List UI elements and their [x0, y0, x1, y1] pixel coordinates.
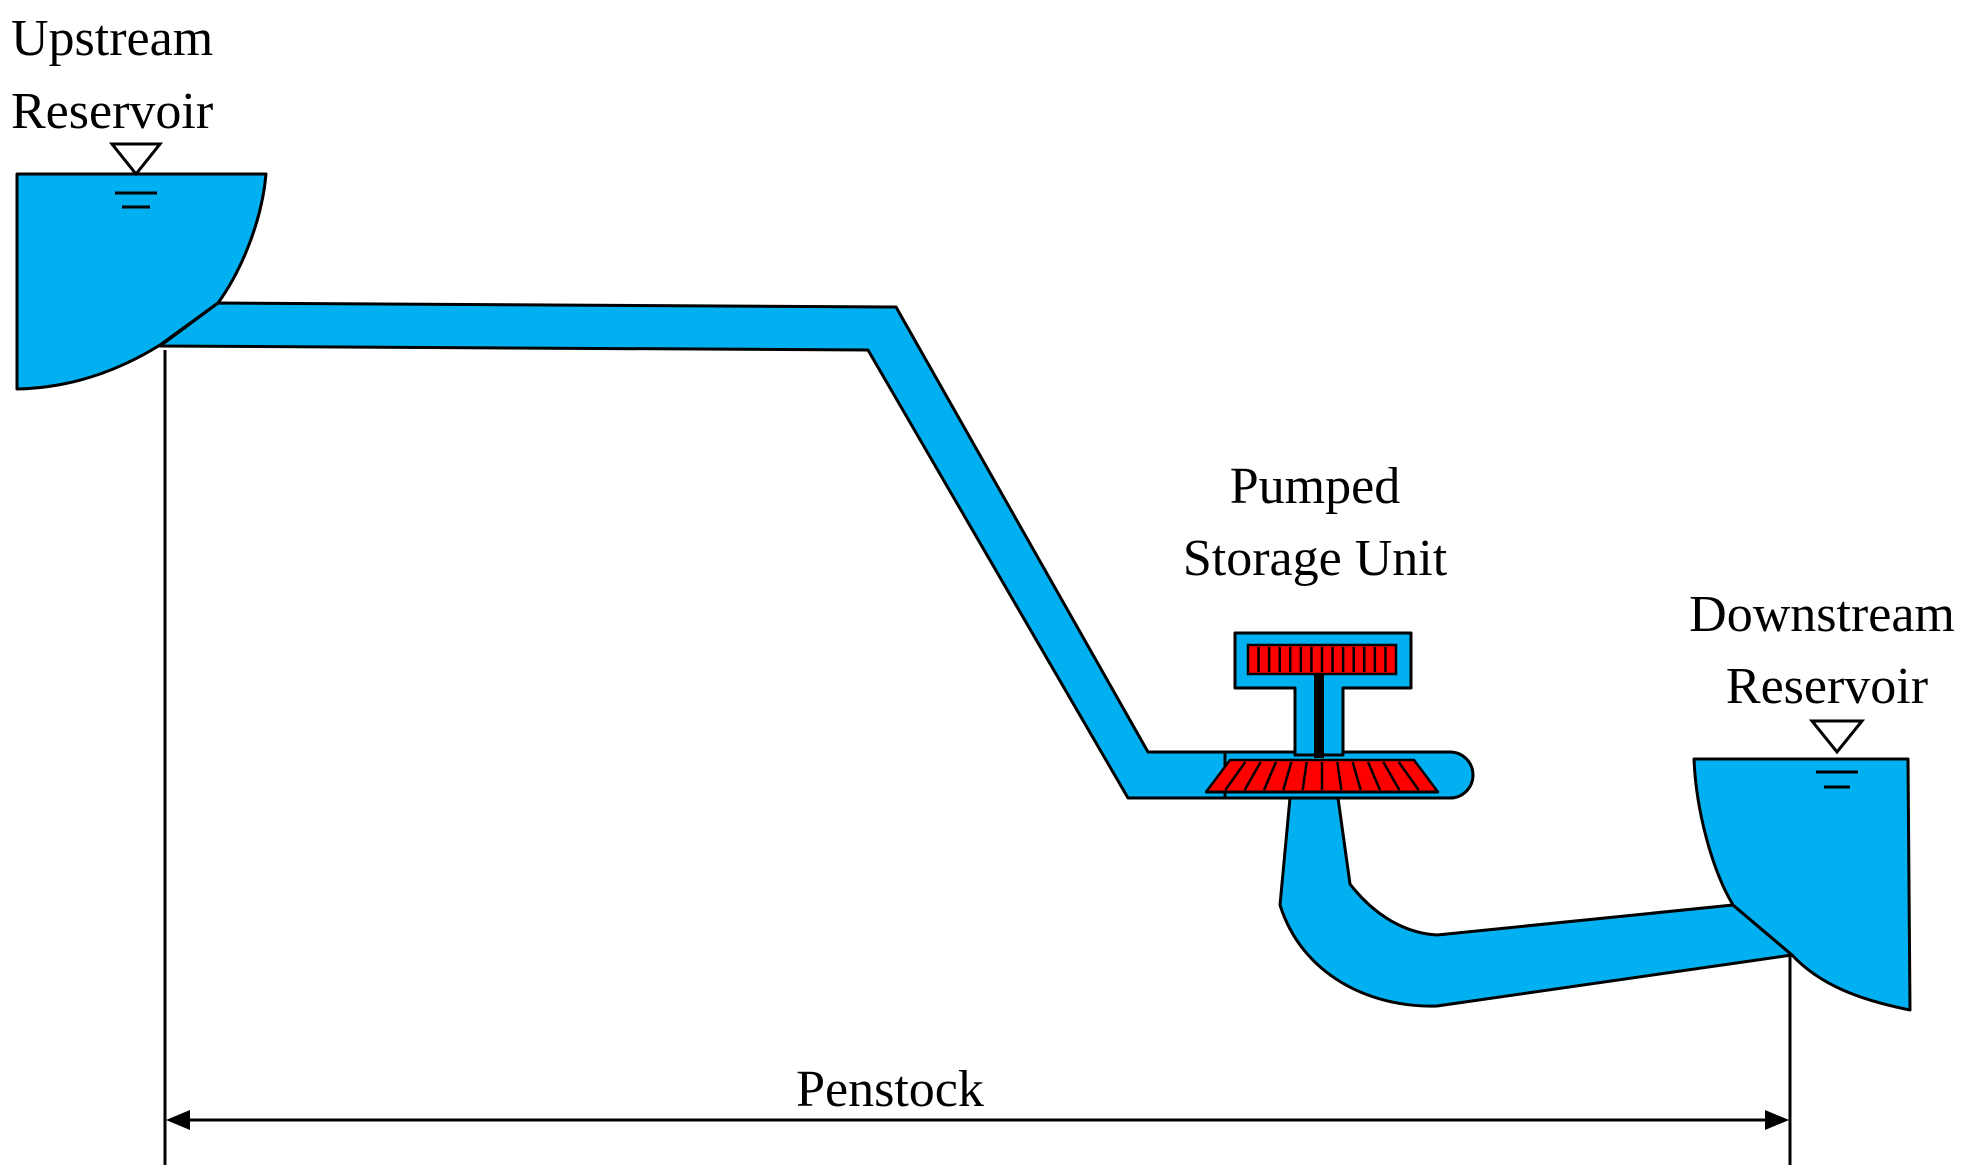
unit-shaft [1314, 674, 1324, 758]
runner-blade [1301, 761, 1308, 791]
runner-blade [1397, 761, 1420, 791]
runner-blades [1224, 761, 1420, 791]
runner-blade [1262, 761, 1278, 791]
penstock-arrow-right-head [1765, 1110, 1789, 1130]
draft-tube-pipe [1278, 796, 1794, 1008]
runner-blade [1351, 761, 1362, 791]
upstream-label-line1: Upstream [11, 10, 213, 67]
penstock-label: Penstock [796, 1061, 984, 1118]
runner-blade [1336, 761, 1343, 791]
runner-blade [1243, 761, 1262, 791]
upstream-label-line2: Reservoir [11, 83, 213, 140]
unit-label-line1: Pumped [1230, 458, 1400, 515]
downstream-reservoir [1692, 757, 1912, 1012]
penstock-arrow-left-head [166, 1110, 190, 1130]
upper-penstock-pipe [158, 301, 1232, 800]
upstream-water-level-icon [108, 142, 164, 209]
runner-blade [1366, 761, 1382, 791]
downstream-water-level-icon [1808, 719, 1866, 789]
downstream-label-line1: Downstream [1689, 586, 1955, 643]
runner-blade [1382, 761, 1401, 791]
generator-slots [1257, 647, 1387, 672]
runner-blade [1224, 761, 1247, 791]
unit-label-line2: Storage Unit [1183, 530, 1448, 587]
runner-blade [1282, 761, 1293, 791]
downstream-label-line2: Reservoir [1726, 658, 1928, 715]
